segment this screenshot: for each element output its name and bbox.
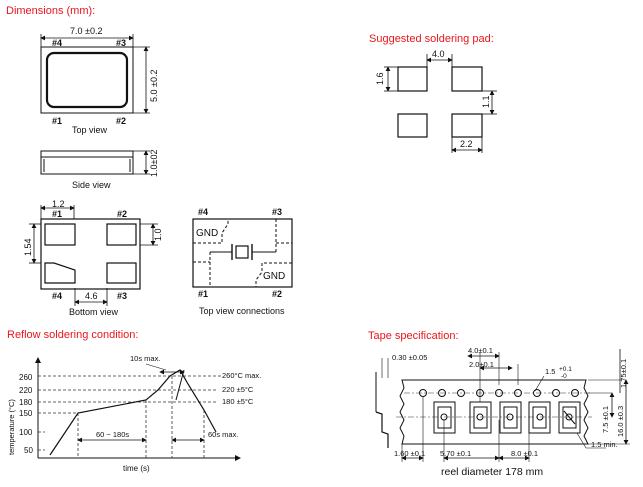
top-view-caption: Top view: [72, 125, 108, 135]
svg-text:#4: #4: [198, 207, 208, 217]
pin-1-label: #1: [52, 116, 62, 126]
side-view: 1.0±02 Side view: [40, 150, 159, 190]
w175-label: 1.75±0.1: [619, 359, 628, 388]
pin-2-label: #2: [116, 116, 126, 126]
pad-gap-label: 4.6: [85, 291, 98, 301]
ytick-220: 220: [19, 386, 33, 395]
side-view-caption: Side view: [72, 180, 111, 190]
ytick-100: 100: [19, 428, 33, 437]
pad-pitch-label: 1.54: [23, 238, 33, 256]
dimensions-title: Dimensions (mm):: [6, 5, 96, 17]
pad-width-label: 1.2: [52, 199, 65, 209]
min-label: 1.5 min.: [591, 440, 618, 449]
pin-3-label: #3: [116, 38, 126, 48]
reflow-chart: 260 220 180 150 100 50 temperature (°C) …: [7, 354, 261, 473]
ytick-180: 180: [19, 398, 33, 407]
connections-caption: Top view connections: [199, 306, 285, 316]
reflow-xlabel: time (s): [123, 464, 150, 473]
d80-label: 8.0 ±0.1: [511, 449, 538, 458]
max-time-label: 10s max.: [130, 354, 160, 363]
soldering-pad-diagram: 4.0 1.6 1.1 2.2: [375, 49, 497, 153]
pad-height-label: 1.0: [153, 228, 163, 241]
pad-gap-y-label: 1.1: [481, 95, 491, 108]
d20-label: 2.0±0.1: [469, 360, 494, 369]
pad-width-label: 2.2: [460, 139, 473, 149]
w75-label: 7.5 ±0.1: [601, 406, 610, 433]
thickness-label: 1.0±02: [149, 150, 159, 177]
svg-text:#2: #2: [272, 289, 282, 299]
reflow-ylabel: temperature (°C): [7, 399, 16, 455]
width-label: 7.0 ±0.2: [70, 26, 102, 36]
svg-text:#1: #1: [52, 209, 62, 219]
svg-text:#4: #4: [52, 291, 62, 301]
ytick-150: 150: [19, 409, 33, 418]
ytick-50: 50: [24, 446, 33, 455]
tape-thickness-label: 0.30 ±0.05: [392, 353, 427, 362]
soldering-pad-title: Suggested soldering pad:: [369, 33, 494, 45]
tape-title: Tape specification:: [368, 330, 459, 342]
svg-text:#3: #3: [272, 207, 282, 217]
hole-tol-plus: +0.1: [559, 366, 572, 373]
pad-gap-x-label: 4.0: [432, 49, 445, 59]
gnd-label-bottom: GND: [263, 271, 285, 282]
svg-text:#3: #3: [117, 291, 127, 301]
reflow-title: Reflow soldering condition:: [7, 329, 139, 341]
d570-label: 5.70 ±0.1: [440, 449, 471, 458]
t220-label: 220 ±5°C: [222, 385, 254, 394]
pin-4-label: #4: [52, 38, 62, 48]
reel-label: reel diameter 178 mm: [441, 466, 543, 478]
bottom-view-caption: Bottom view: [69, 307, 119, 317]
pitch-label: 4.0±0.1: [468, 346, 493, 355]
gnd-label-top: GND: [196, 228, 218, 239]
svg-text:#2: #2: [117, 209, 127, 219]
ytick-260: 260: [19, 373, 33, 382]
t180-label: 180 ±5°C: [222, 397, 254, 406]
top-view-connections: #4 #3 #1 #2 GND GND Top view connections: [192, 207, 293, 316]
hole-tol-minus: -0: [561, 373, 567, 380]
height-label: 5.0 ±0.2: [149, 70, 159, 102]
preheat-label: 60 ~ 180s: [96, 430, 129, 439]
w16-label: 16.0 ±0.3: [616, 406, 625, 437]
top-view: 7.0 ±0.2 5.0 ±0.2 #4 #3 #1 #2 Top view: [40, 26, 159, 135]
svg-text:#1: #1: [198, 289, 208, 299]
pad-height-label: 1.6: [375, 72, 385, 85]
peak-label: 260°C max.: [222, 371, 261, 380]
bottom-view: 1.2 1.0 1.54 4.6 #1 #2 #4 #3 Bottom view: [23, 199, 163, 317]
cool-label: 60s max.: [208, 430, 238, 439]
d160-label: 1.60 ±0.1: [394, 449, 425, 458]
hole-label: 1.5: [545, 367, 555, 376]
tape-diagram: 0.30 ±0.05: [375, 346, 630, 478]
